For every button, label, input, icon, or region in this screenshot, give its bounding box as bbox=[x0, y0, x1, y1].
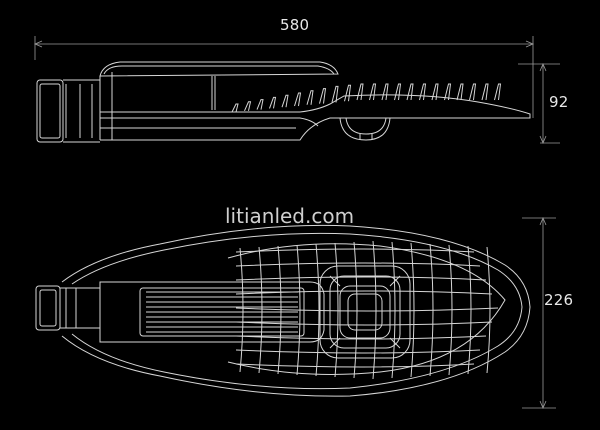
width-dimension-label: 226 bbox=[544, 291, 574, 309]
width-dimension-line bbox=[522, 216, 556, 410]
watermark-text: litianled.com bbox=[225, 204, 355, 228]
length-dimension-line bbox=[33, 36, 535, 118]
length-dimension-label: 580 bbox=[280, 16, 310, 34]
side-view bbox=[36, 61, 531, 143]
top-view bbox=[35, 224, 531, 397]
height-dimension-line bbox=[518, 62, 560, 145]
height-dimension-label: 92 bbox=[549, 93, 569, 111]
